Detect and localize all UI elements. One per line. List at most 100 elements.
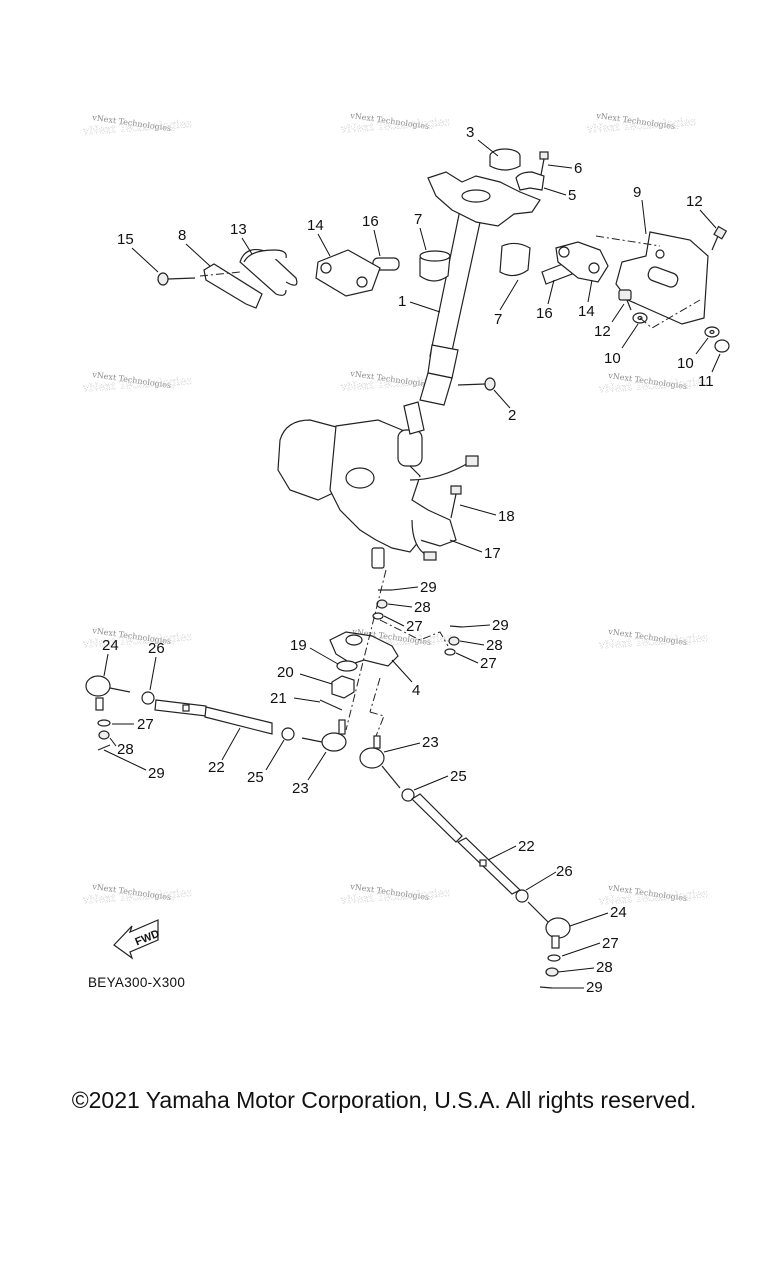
- svg-text:25: 25: [247, 769, 264, 786]
- watermark: vNext Technologies vNext Technologies: [81, 882, 193, 907]
- svg-text:23: 23: [422, 734, 439, 751]
- svg-text:17: 17: [484, 545, 501, 562]
- bolt-18-part: [450, 485, 462, 519]
- callout-28-a[interactable]: 28: [387, 599, 431, 616]
- svg-text:6: 6: [574, 160, 582, 177]
- callout-23-right[interactable]: 23: [383, 734, 439, 753]
- svg-text:28: 28: [596, 959, 613, 976]
- parts-artwork: [85, 148, 730, 989]
- callout-29-c[interactable]: 29: [103, 749, 165, 782]
- svg-text:12: 12: [594, 323, 611, 340]
- callout-15[interactable]: 15: [117, 231, 159, 273]
- callout-27-a[interactable]: 27: [383, 615, 423, 635]
- callout-11[interactable]: 11: [698, 353, 721, 390]
- svg-text:22: 22: [518, 838, 535, 855]
- callout-17[interactable]: 17: [449, 539, 501, 562]
- svg-text:25: 25: [450, 768, 467, 785]
- watermark: vNext Technologies vNext Technologies: [597, 627, 709, 652]
- callout-19[interactable]: 19: [290, 637, 339, 665]
- tie-rod-end-23-left-part: [301, 719, 347, 752]
- callout-25-right[interactable]: 25: [413, 768, 467, 791]
- svg-text:27: 27: [602, 935, 619, 952]
- callout-3[interactable]: 3: [466, 124, 499, 157]
- callout-28-c[interactable]: 28: [109, 737, 134, 758]
- nut-26-right-part: [515, 889, 529, 903]
- svg-text:10: 10: [604, 350, 621, 367]
- bracket-9-part: [615, 231, 709, 325]
- callout-6[interactable]: 6: [547, 160, 582, 177]
- callout-29-a[interactable]: 29: [391, 579, 437, 596]
- callout-28-b[interactable]: 28: [459, 637, 503, 654]
- cap-part: [489, 148, 521, 171]
- callout-22-right[interactable]: 22: [487, 838, 535, 861]
- callout-12-top[interactable]: 12: [686, 193, 717, 229]
- svg-text:3: 3: [466, 124, 474, 141]
- callout-26-left[interactable]: 26: [148, 640, 165, 691]
- callout-14-right[interactable]: 14: [578, 279, 595, 320]
- callout-24-right[interactable]: 24: [569, 904, 627, 927]
- callout-26-right[interactable]: 26: [525, 863, 573, 891]
- hardware-cluster-upper: [372, 589, 463, 656]
- callout-4[interactable]: 4: [391, 659, 420, 699]
- diagram-code: BEYA300-X300: [88, 975, 186, 990]
- callout-12-lower[interactable]: 12: [594, 303, 625, 340]
- callout-21[interactable]: 21: [270, 690, 321, 707]
- copyright-notice: ©2021 Yamaha Motor Corporation, U.S.A. A…: [71, 1087, 697, 1113]
- forward-direction-indicator: FWD: [113, 919, 161, 960]
- callout-16-left[interactable]: 16: [362, 213, 381, 257]
- callout-1[interactable]: 1: [398, 293, 441, 313]
- svg-text:26: 26: [148, 640, 165, 657]
- svg-text:28: 28: [117, 741, 134, 758]
- callout-29-d[interactable]: 29: [552, 979, 603, 996]
- callout-7-left[interactable]: 7: [414, 211, 427, 251]
- callout-18[interactable]: 18: [459, 504, 515, 525]
- watermark: vNext Technologies vNext Technologies: [585, 111, 697, 136]
- callout-27-b[interactable]: 27: [455, 652, 497, 672]
- callout-20[interactable]: 20: [277, 664, 333, 685]
- svg-text:26: 26: [556, 863, 573, 880]
- nut-26-left-part: [141, 691, 155, 705]
- nut-11-part: [714, 339, 730, 353]
- nut-25-left-part: [281, 727, 295, 741]
- svg-text:16: 16: [536, 305, 553, 322]
- callout-8[interactable]: 8: [178, 227, 211, 267]
- callout-9[interactable]: 9: [633, 184, 647, 235]
- callout-28-d[interactable]: 28: [557, 959, 613, 976]
- nut-25-right-part: [401, 788, 415, 802]
- callout-23-left[interactable]: 23: [292, 751, 327, 797]
- svg-text:7: 7: [494, 311, 502, 328]
- svg-text:24: 24: [610, 904, 627, 921]
- spring-13-part: [239, 249, 298, 296]
- svg-text:12: 12: [686, 193, 703, 210]
- callout-29-b[interactable]: 29: [461, 617, 509, 634]
- callout-25-left[interactable]: 25: [247, 739, 285, 786]
- washer-10-right-part: [704, 326, 720, 338]
- callout-24-left[interactable]: 24: [102, 637, 119, 677]
- svg-text:10: 10: [677, 355, 694, 372]
- callout-10-left[interactable]: 10: [604, 323, 639, 367]
- callout-5[interactable]: 5: [543, 187, 576, 204]
- svg-text:28: 28: [414, 599, 431, 616]
- assembly-lines: [199, 235, 701, 737]
- callout-27-d[interactable]: 27: [561, 935, 619, 957]
- tie-rod-22-right-part: [411, 793, 522, 895]
- svg-text:29: 29: [492, 617, 509, 634]
- callout-22-left[interactable]: 22: [208, 727, 241, 776]
- callout-27-c[interactable]: 27: [112, 716, 154, 733]
- callout-2[interactable]: 2: [493, 389, 516, 424]
- callout-10-right[interactable]: 10: [677, 337, 709, 372]
- bolt-15-part: [157, 272, 196, 286]
- callout-14-left[interactable]: 14: [307, 217, 331, 257]
- callout-13[interactable]: 13: [230, 221, 253, 255]
- bolt-2-part: [457, 377, 496, 391]
- callout-16-right[interactable]: 16: [536, 279, 555, 322]
- hardware-right-lower: [539, 954, 561, 989]
- plate-8-part: [203, 263, 263, 309]
- svg-text:2: 2: [508, 407, 516, 424]
- svg-text:27: 27: [137, 716, 154, 733]
- callout-7-right[interactable]: 7: [494, 279, 519, 328]
- svg-text:8: 8: [178, 227, 186, 244]
- fwd-arrow-icon: [113, 919, 159, 960]
- svg-text:14: 14: [307, 217, 324, 234]
